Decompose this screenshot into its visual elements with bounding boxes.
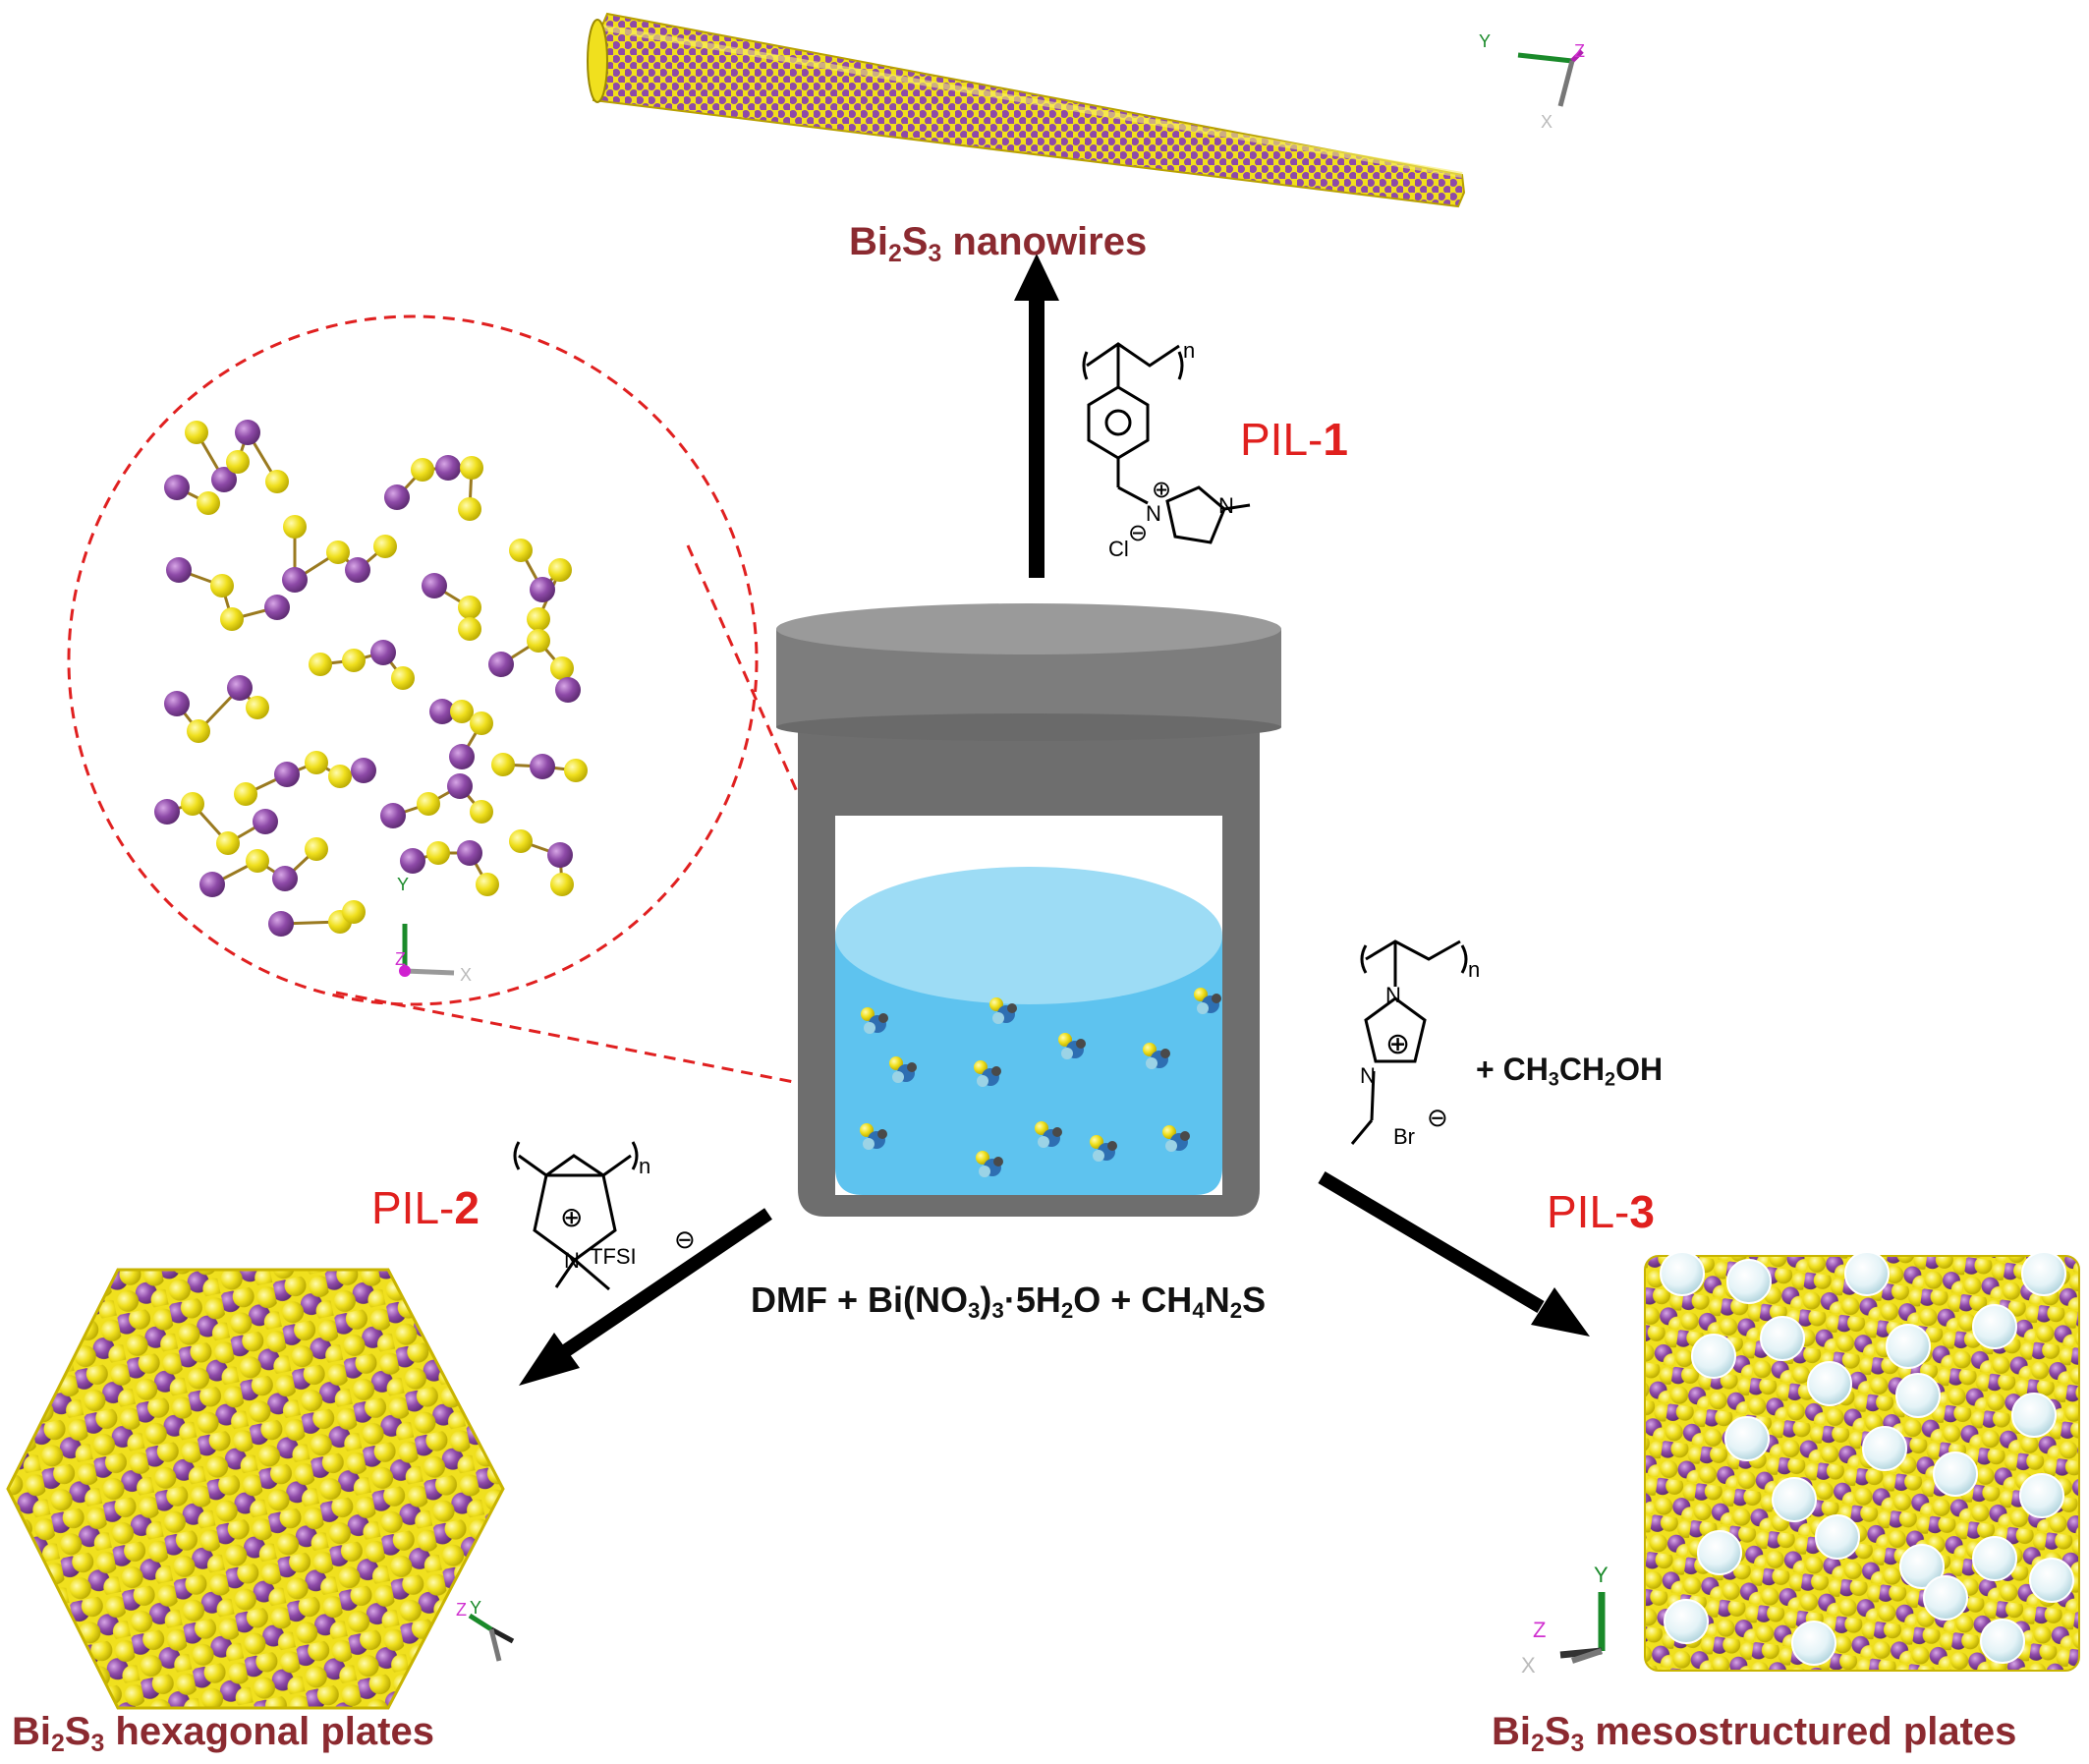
n-plus-atom: N (1360, 1063, 1376, 1088)
minus-charge: ⊖ (1128, 520, 1148, 546)
arrow-to-meso-plates (1318, 1170, 1590, 1337)
pores (1660, 1251, 2074, 1666)
mesostructured-plate-model (1644, 1251, 2080, 1672)
pil1-structure: n N ⊕ N Cl ⊖ (1082, 338, 1251, 561)
n-plus-atom: N (564, 1248, 580, 1273)
ethanol-additive: + CH3CH2OH (1476, 1052, 1664, 1091)
minus-charge: ⊖ (674, 1224, 696, 1254)
axis-y-label: Y (1594, 1563, 1609, 1587)
molecular-inset (67, 314, 923, 1103)
axis-y-label: Y (397, 875, 409, 894)
plus-charge: ⊕ (1152, 477, 1171, 503)
reaction-conditions: DMF + Bi(NO3)3·5H2O + CH4N2S (751, 1280, 1267, 1324)
pil3-label: PIL-3 (1547, 1186, 1655, 1237)
axis-z-label: Z (1533, 1618, 1546, 1642)
tfsi-label: TFSI (590, 1244, 637, 1269)
hexagonal-plate-model (6, 1268, 505, 1710)
axis-z-label: Z (456, 1600, 467, 1620)
axis-triad-inset: Y Z X (395, 875, 472, 985)
pil1-label: PIL-1 (1240, 414, 1348, 465)
axis-x-label: X (460, 965, 472, 985)
axis-x-label: X (1541, 112, 1553, 132)
reaction-vessel (776, 603, 1281, 1217)
n-subscript: n (1468, 957, 1480, 982)
dissolved-precursor-clusters (860, 988, 1221, 1177)
nanowire-model (587, 12, 1466, 208)
bi2s3-molecules (154, 420, 588, 937)
pil2-structure: n N ⊕ TFSI ⊖ (513, 1141, 696, 1291)
n-atom-top: N (1385, 983, 1401, 1007)
plus-charge: ⊕ (1385, 1028, 1410, 1060)
arrow-to-nanowires (1014, 254, 1059, 578)
nanowires-title: Bi2S3 nanowires (849, 220, 1148, 267)
bromide-label: Br (1393, 1124, 1415, 1149)
minus-charge: ⊖ (1427, 1103, 1448, 1132)
axis-x-label: X (1521, 1653, 1536, 1678)
mesostructured-plates-title: Bi2S3 mesostructured plates (1492, 1710, 2017, 1757)
hexagonal-plates-title: Bi2S3 hexagonal plates (12, 1710, 434, 1757)
axis-z-label: Z (1574, 41, 1585, 61)
axis-triad-meso: Y Z X (1521, 1563, 1609, 1678)
n-subscript: n (1183, 338, 1195, 363)
n-subscript: n (639, 1154, 650, 1178)
pil3-structure: n N N ⊕ Br ⊖ (1350, 939, 1480, 1149)
axis-triad-top: Y Z X (1479, 31, 1585, 132)
axis-y-label: Y (1479, 31, 1491, 51)
axis-triad-hex: Z Y (456, 1598, 515, 1662)
arrow-to-hexagonal-plates (519, 1208, 772, 1386)
chloride-label: Cl (1108, 537, 1129, 561)
n-plus-atom: N (1146, 501, 1161, 526)
pil2-label: PIL-2 (371, 1182, 480, 1233)
plus-charge: ⊕ (560, 1202, 583, 1232)
axis-z-label: Z (395, 949, 406, 969)
axis-y-label: Y (470, 1598, 481, 1618)
n-methyl-atom: N (1218, 493, 1234, 518)
